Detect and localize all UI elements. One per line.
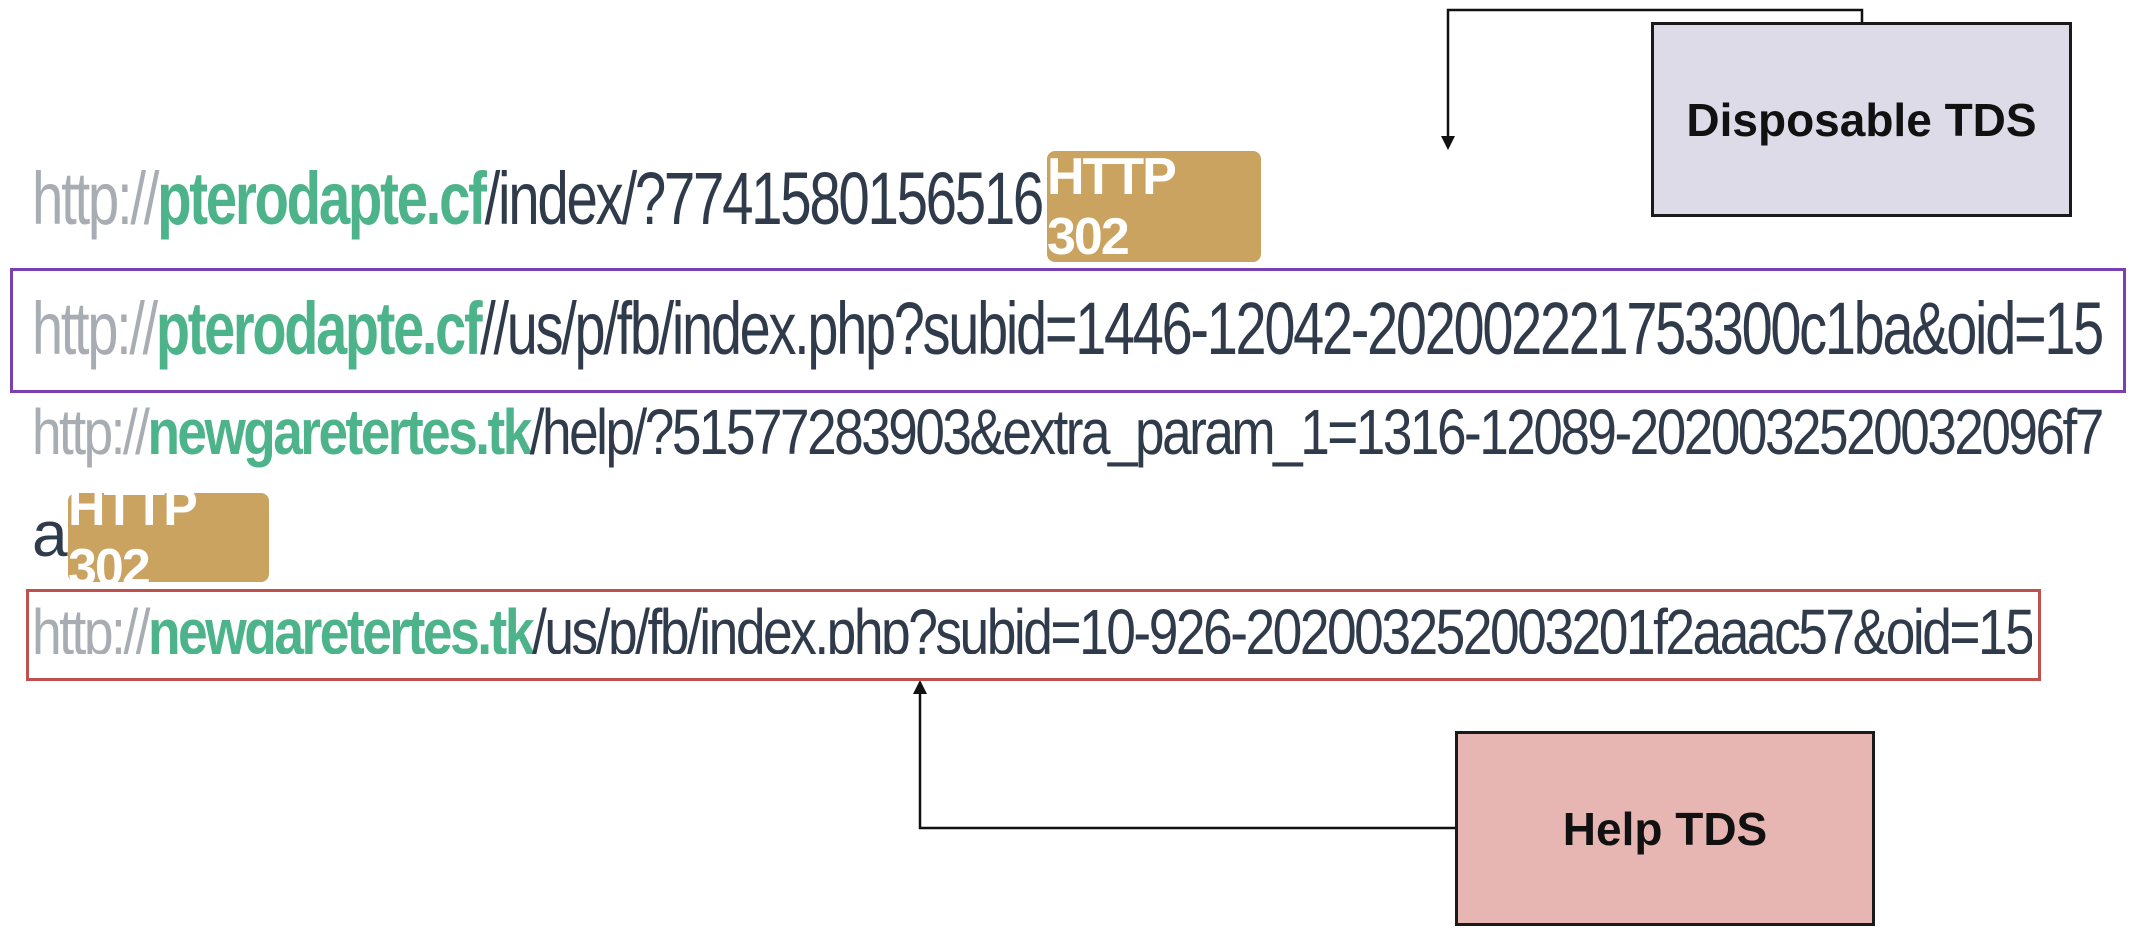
red-highlight-frame <box>26 589 2041 681</box>
help-arrow-line <box>918 690 1455 830</box>
url-path: //us/p/fb/index.php?subid=1446-12042-202… <box>480 287 2104 370</box>
help-tds-box: Help TDS <box>1455 731 1875 926</box>
url-line-1: http://pterodapte.cf/index/?774158015651… <box>32 162 1044 236</box>
url-domain: pterodapte.cf <box>157 157 487 240</box>
url-domain: newgaretertes.tk <box>147 600 535 654</box>
url-line-3: http://newgaretertes.tk/help/?5157728390… <box>32 400 2104 464</box>
http-302-badge-1: HTTP 302 <box>1047 148 1261 266</box>
url-scheme: http:// <box>32 287 158 370</box>
url-scheme: http:// <box>32 396 150 468</box>
url-scheme: http:// <box>32 157 159 240</box>
url-line-5: http://newgaretertes.tk/us/p/fb/index.ph… <box>32 600 2032 654</box>
help-tds-label: Help TDS <box>1562 802 1768 855</box>
badge-label: HTTP 302 <box>68 478 197 597</box>
disposable-tds-label: Disposable TDS <box>1686 93 2037 146</box>
disposable-tds-box: Disposable TDS <box>1651 22 2072 217</box>
http-302-badge-2: HTTP 302 <box>68 479 269 597</box>
url-domain: pterodapte.cf <box>155 287 483 370</box>
url-domain: newgaretertes.tk <box>147 396 532 468</box>
purple-highlight-frame <box>10 268 2126 393</box>
url-path: /help/?51577283903&extra_param_1=1316-12… <box>529 396 2105 468</box>
url-path: /us/p/fb/index.php?subid=10-926-20200325… <box>532 600 2033 654</box>
url-scheme: http:// <box>32 600 150 654</box>
url-continuation: a <box>32 498 68 570</box>
url-line-2: http://pterodapte.cf//us/p/fb/index.php?… <box>32 292 2104 366</box>
badge-label: HTTP 302 <box>1047 147 1176 266</box>
help-arrow-head <box>913 680 927 694</box>
url-path: /index/?7741580156516 <box>484 157 1045 240</box>
disposable-arrow-head <box>1441 136 1455 150</box>
url-line-4: a <box>32 502 68 566</box>
